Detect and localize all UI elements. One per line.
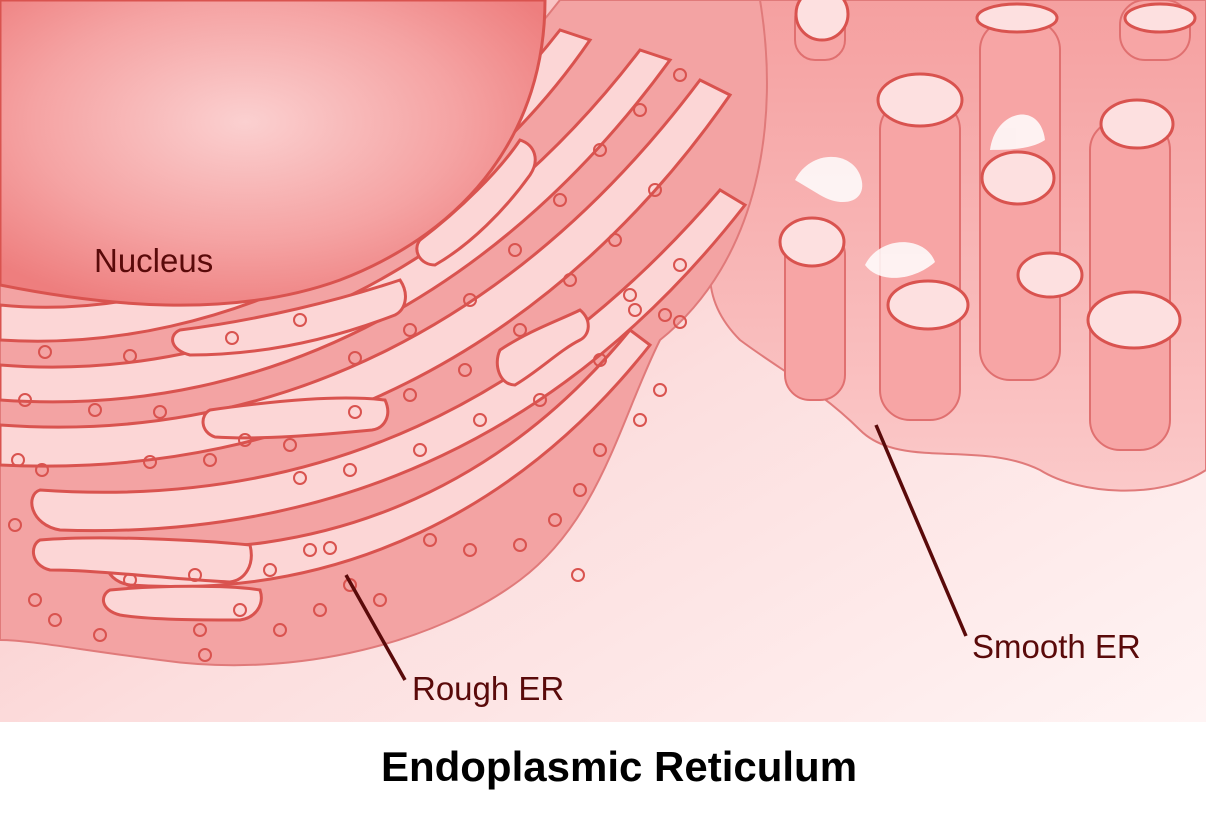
rough-er-leader-line xyxy=(344,574,407,681)
nucleus-label: Nucleus xyxy=(94,242,214,279)
nucleus xyxy=(0,0,547,307)
smooth-er-leader-line xyxy=(874,424,968,637)
smooth-er-label: Smooth ER xyxy=(972,628,1141,665)
smooth-er xyxy=(709,0,1206,492)
er-illustration xyxy=(0,0,1206,722)
rough-er-label: Rough ER xyxy=(412,670,565,707)
diagram-caption: Endoplasmic Reticulum xyxy=(380,743,858,790)
